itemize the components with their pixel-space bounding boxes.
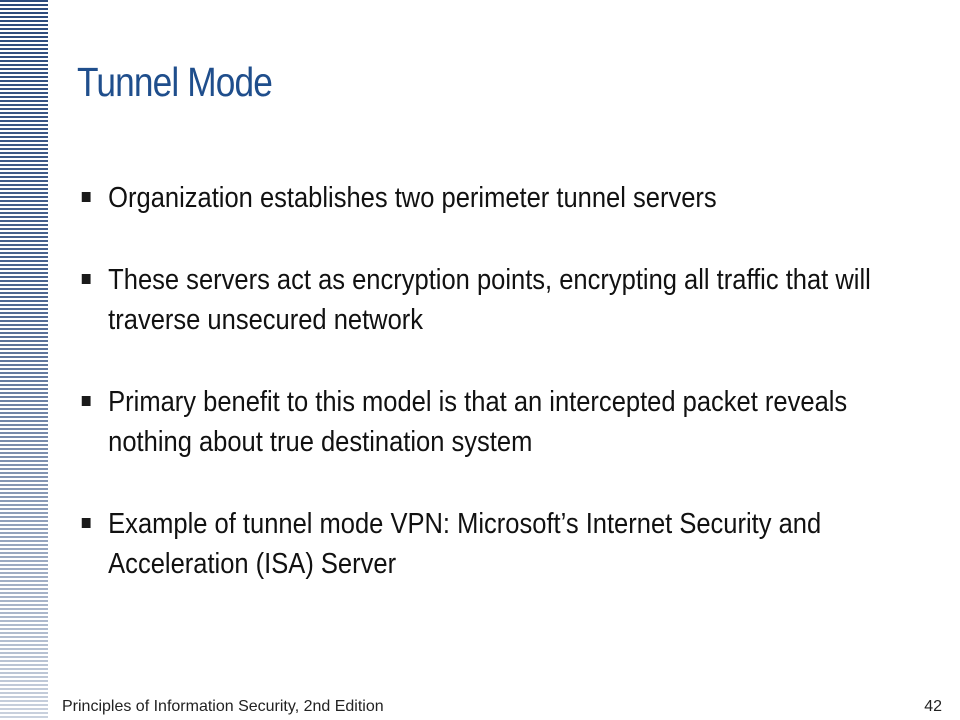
square-bullet-icon bbox=[81, 396, 91, 406]
square-bullet-icon bbox=[81, 518, 91, 528]
decorative-stripe-bar bbox=[0, 0, 48, 720]
bullet-text: Example of tunnel mode VPN: Microsoft’s … bbox=[108, 508, 822, 580]
bullet-item: Example of tunnel mode VPN: Microsoft’s … bbox=[80, 504, 883, 584]
square-bullet-icon bbox=[81, 274, 91, 284]
page-number: 42 bbox=[924, 698, 942, 715]
bullet-text: Organization establishes two perimeter t… bbox=[108, 182, 717, 214]
bullet-text: Primary benefit to this model is that an… bbox=[108, 386, 848, 458]
bullet-list: Organization establishes two perimeter t… bbox=[80, 178, 940, 626]
footer-book-title: Principles of Information Security, 2nd … bbox=[62, 698, 384, 715]
bullet-item: Primary benefit to this model is that an… bbox=[80, 382, 883, 462]
slide-title: Tunnel Mode bbox=[77, 59, 273, 105]
bullet-item: These servers act as encryption points, … bbox=[80, 260, 883, 340]
square-bullet-icon bbox=[81, 192, 91, 202]
bullet-text: These servers act as encryption points, … bbox=[108, 264, 871, 336]
bullet-item: Organization establishes two perimeter t… bbox=[80, 178, 883, 218]
